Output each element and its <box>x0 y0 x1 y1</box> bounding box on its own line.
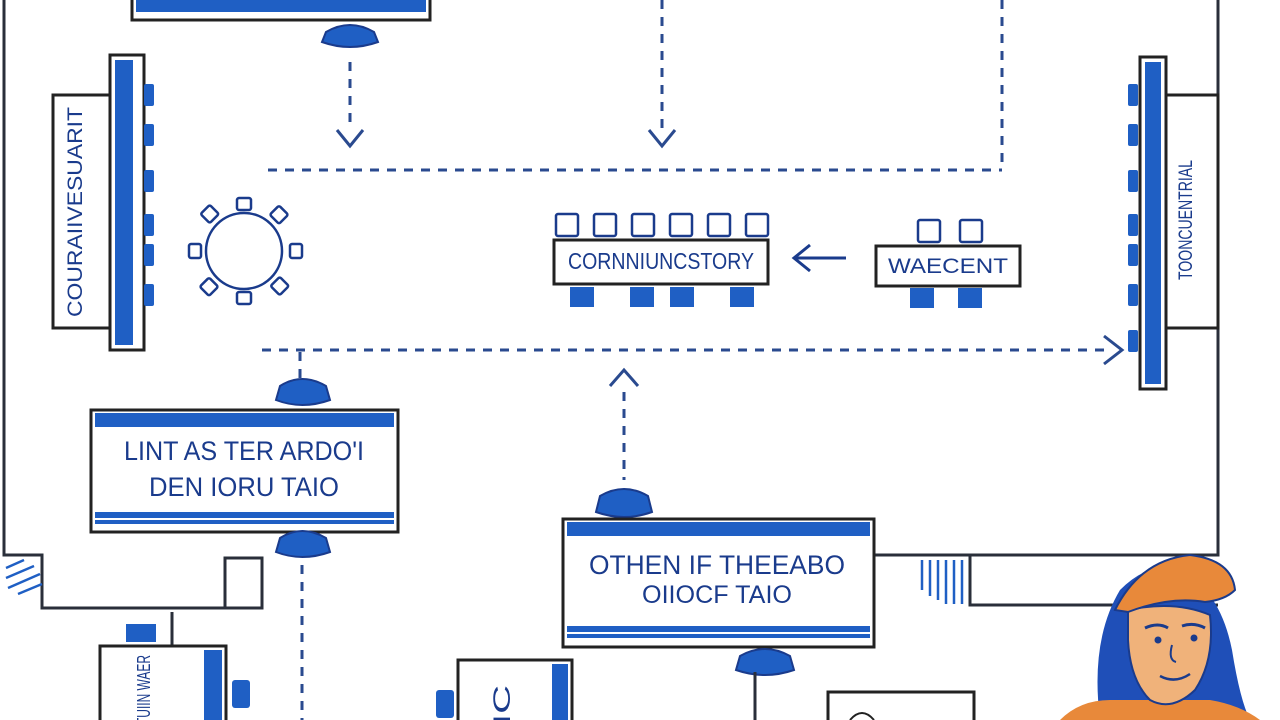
vertical-right-label: TOONCUENTRIAL <box>1176 160 1197 280</box>
projector-icon <box>274 530 332 558</box>
small-box-center: IC <box>436 658 574 720</box>
left-arrow-icon <box>791 243 846 273</box>
right-vertical-panel: TOONCUENTRIAL <box>1128 55 1220 391</box>
center-sign-board: OTHEN IF THEEABO OIIOCF TAIO <box>561 488 876 720</box>
up-arrow-icon <box>608 367 640 387</box>
table-short-label: WAECENT <box>888 255 1008 278</box>
vertical-left-label: COURAIIVESUARIT <box>64 107 87 317</box>
flow-lines <box>262 0 1112 720</box>
projector-icon <box>274 378 332 406</box>
right-arrow-icon <box>1103 334 1125 366</box>
projector-icon <box>734 648 796 676</box>
left-vertical-panel: COURAIIVESUARIT <box>51 53 154 352</box>
short-table: WAECENT <box>874 218 1022 308</box>
down-arrow-icon <box>335 129 365 149</box>
top-counter <box>130 0 432 48</box>
small-box-left: TUIIN WAER <box>98 612 250 720</box>
center-sign-line-1: OTHEN IF THEEABO <box>589 550 845 580</box>
left-sign-line-2: DEN IORU TAIO <box>149 472 339 502</box>
down-arrow-icon <box>647 129 677 149</box>
table-long-label: CORNNIUNCSTORY <box>568 248 754 274</box>
left-sign-line-1: LINT AS TER ARDO'I <box>124 436 364 466</box>
small-box-left-label: TUIIN WAER <box>134 655 154 720</box>
person-icon <box>1060 553 1260 720</box>
stair-hatching <box>5 558 964 604</box>
center-sign-line-2: OIIOCF TAIO <box>642 581 792 609</box>
small-box-center-label: IC <box>489 685 516 720</box>
left-sign-board: LINT AS TER ARDO'I DEN IORU TAIO <box>89 378 400 558</box>
round-table-icon <box>187 196 304 306</box>
long-table: CORNNIUNCSTORY <box>552 212 770 307</box>
projector-icon <box>594 488 654 518</box>
small-box-right <box>826 690 976 720</box>
